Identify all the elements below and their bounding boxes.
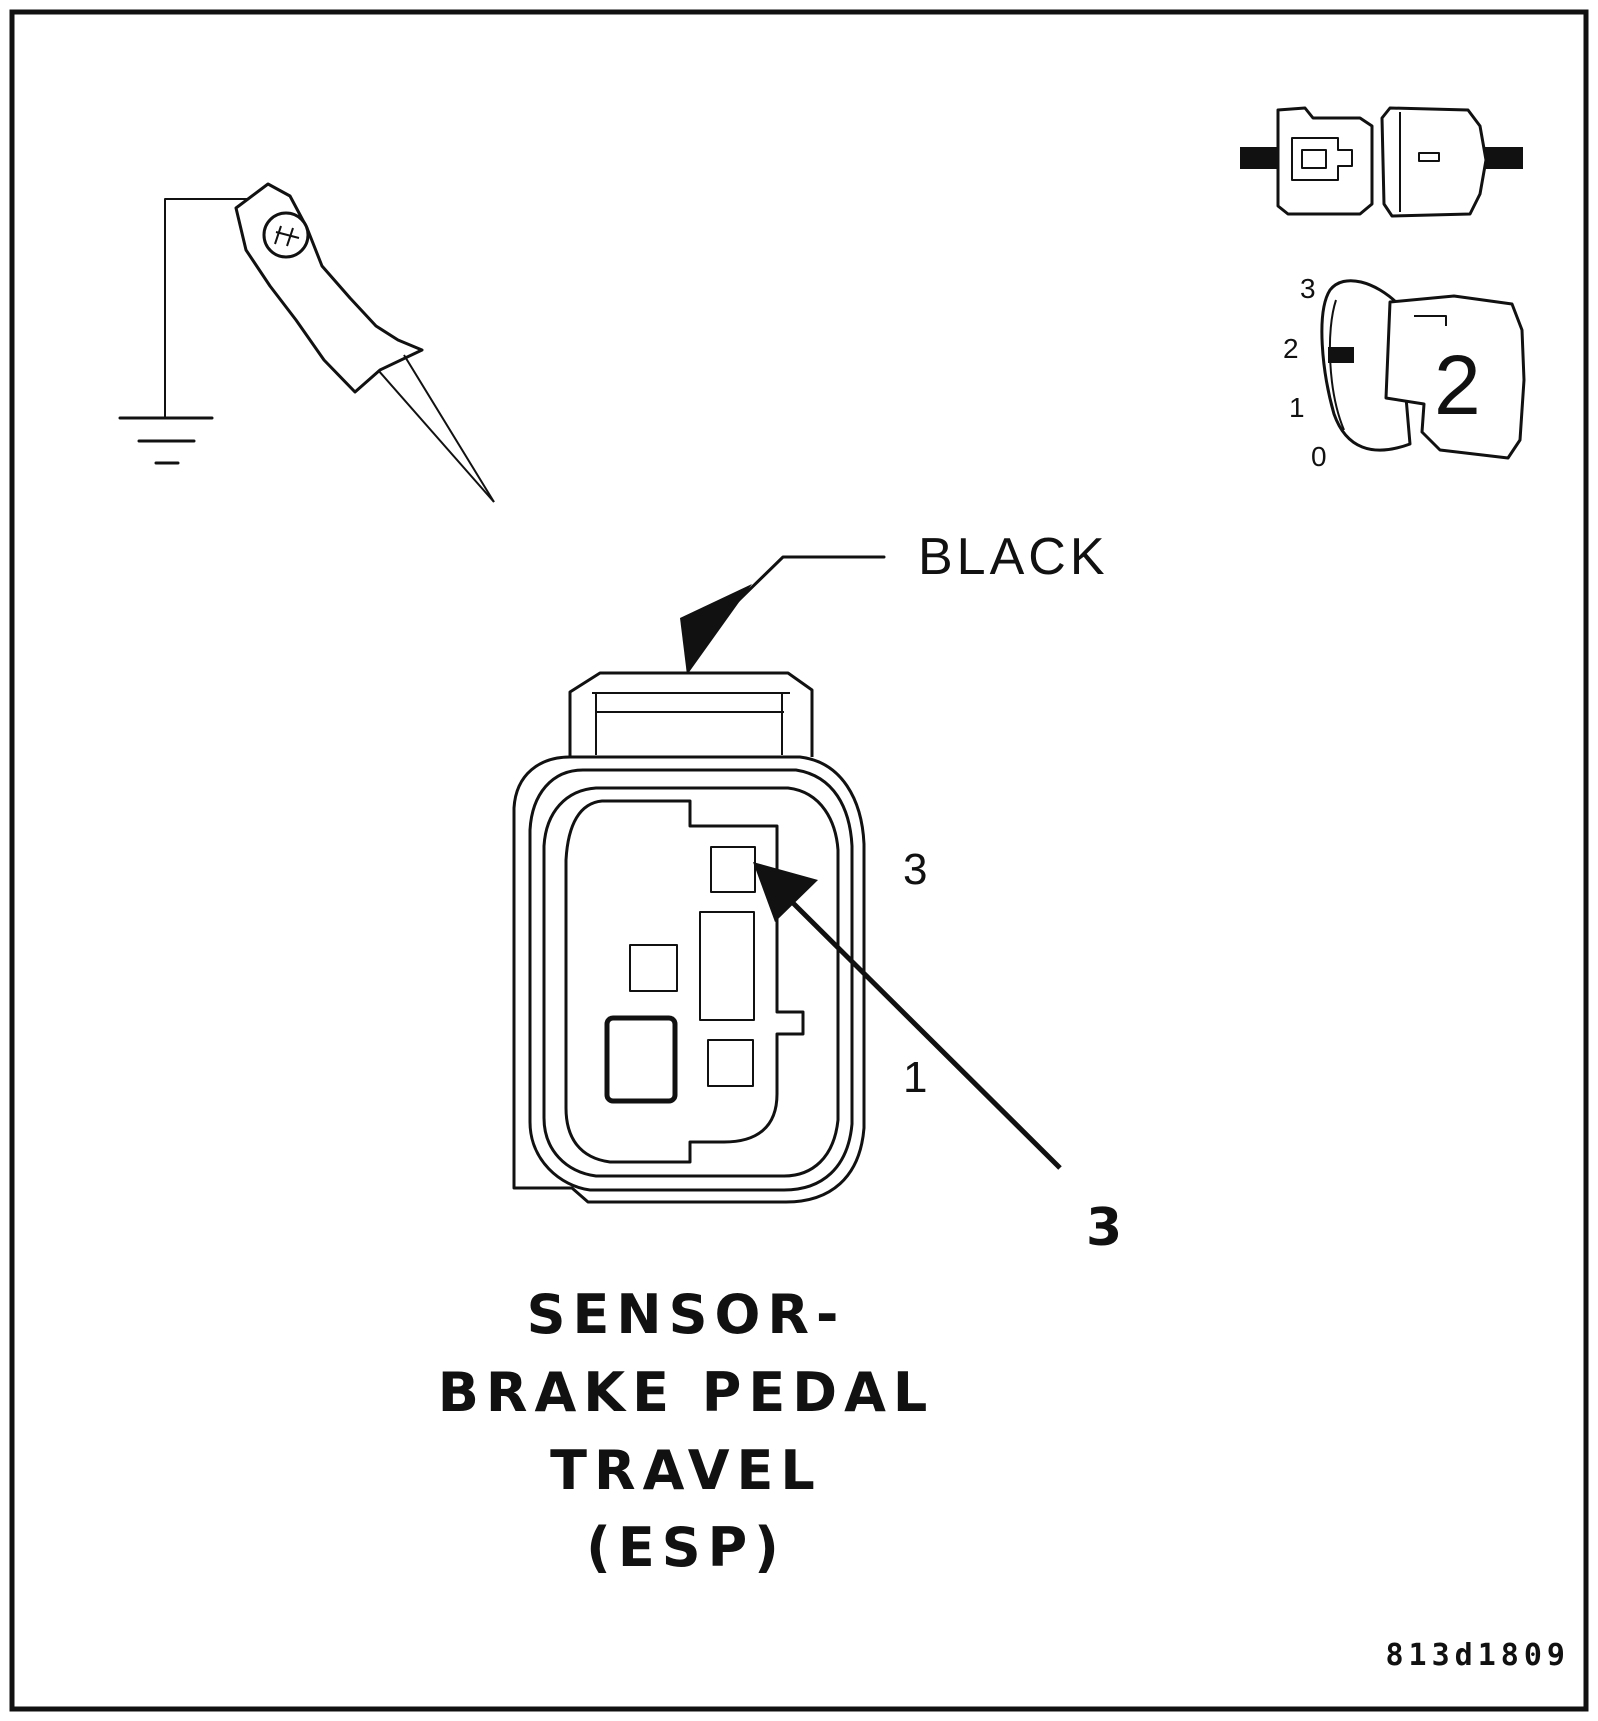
caption-line-1: SENSOR- (527, 1283, 846, 1346)
ignition-scale-1: 1 (1289, 392, 1305, 423)
component-caption: SENSOR- BRAKE PEDAL TRAVEL (ESP) (438, 1283, 935, 1579)
pin-1-terminal (707, 1039, 754, 1087)
ground-probe-icon (118, 182, 495, 503)
connector-disconnected-icon (1240, 106, 1523, 218)
diagram-frame (9, 9, 1589, 1712)
pin-label-1: 1 (903, 1053, 927, 1102)
center-terminal (699, 911, 755, 1021)
pin-3-terminal (710, 846, 756, 893)
connector-face: 3 1 (512, 671, 927, 1204)
ignition-switch-icon: 3 2 1 0 2 (1283, 273, 1526, 472)
caption-line-2: BRAKE PEDAL (438, 1361, 935, 1424)
callout-arrow: 3 (753, 862, 1122, 1258)
color-leader: BLACK (680, 528, 1109, 675)
left-terminal (629, 944, 678, 992)
ignition-position-number: 2 (1434, 338, 1481, 432)
figure-id: 813d1809 (1386, 1638, 1571, 1673)
connector-color-label: BLACK (918, 528, 1109, 586)
callout-number: 3 (1086, 1198, 1122, 1258)
caption-line-4: (ESP) (586, 1516, 786, 1579)
caption-line-3: TRAVEL (550, 1439, 822, 1502)
ignition-scale-3: 3 (1300, 273, 1316, 304)
ignition-scale-2: 2 (1283, 333, 1299, 364)
ignition-scale-0: 0 (1311, 441, 1327, 472)
large-terminal (604, 1015, 678, 1104)
pin-label-3: 3 (903, 845, 927, 894)
